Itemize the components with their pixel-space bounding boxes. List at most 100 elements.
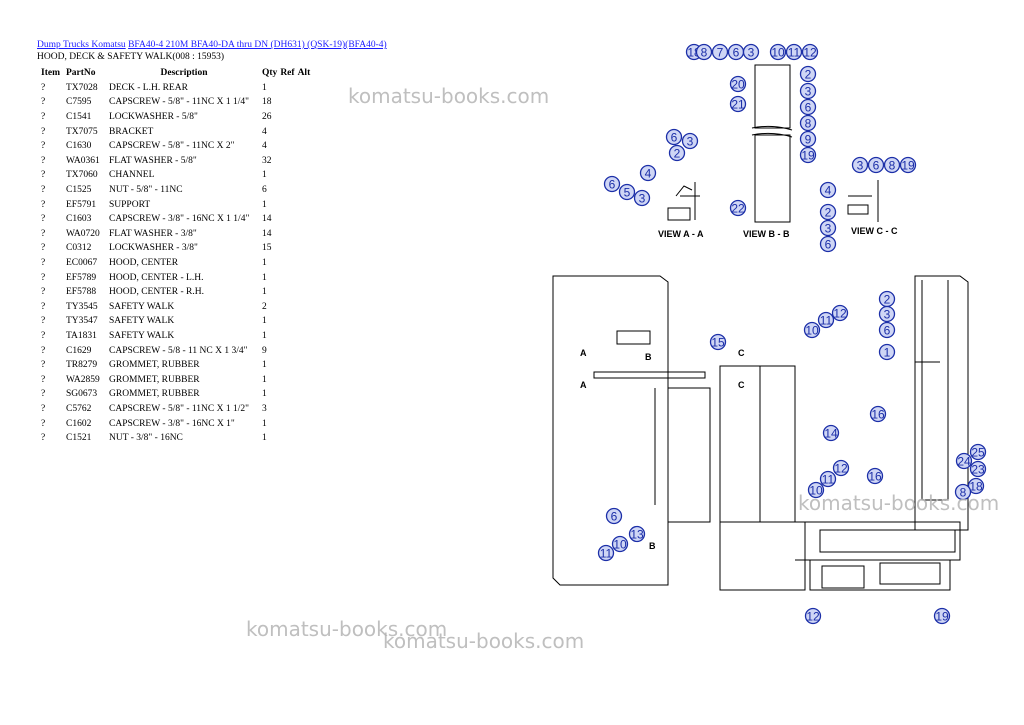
- callout-number: 3: [805, 85, 812, 99]
- section-letter-a-bottom: A: [580, 380, 587, 390]
- callout-number: 6: [884, 324, 891, 338]
- cell-qty: 9: [262, 345, 267, 356]
- cell-description: LOCKWASHER - 3/8": [109, 243, 198, 254]
- callout-circle: [866, 467, 884, 485]
- cell-item: ?: [41, 272, 46, 283]
- cell-description: CAPSCREW - 3/8" - 16NC X 1": [109, 418, 235, 429]
- cell-description: HOOD, CENTER: [109, 258, 179, 269]
- callout-main: 10: [807, 481, 825, 499]
- callout-circle: [799, 114, 817, 132]
- cell-qty: 32: [262, 155, 272, 166]
- callout-number: 12: [833, 307, 847, 321]
- callout-top: 11: [785, 43, 803, 61]
- callout-circle: [801, 43, 819, 61]
- cell-qty: 1: [262, 272, 267, 283]
- callout-circle: [729, 95, 747, 113]
- callout-number: 8: [805, 117, 812, 131]
- callout-top: 3: [633, 189, 651, 207]
- cell-qty: 26: [262, 112, 272, 123]
- callout-number: 8: [960, 486, 967, 500]
- callout-number: 8: [889, 159, 896, 173]
- callout-number: 12: [834, 462, 848, 476]
- callout-top: 6: [665, 128, 683, 146]
- cell-qty: 6: [262, 185, 267, 196]
- cell-qty: 3: [262, 403, 267, 414]
- callout-main: 11: [819, 470, 837, 488]
- cell-item: ?: [41, 126, 46, 137]
- callout-number: 10: [771, 46, 785, 60]
- cell-item: ?: [41, 243, 46, 254]
- header-qty: Qty: [262, 68, 278, 79]
- callout-number: 16: [868, 470, 882, 484]
- cell-description: SUPPORT: [109, 199, 151, 210]
- callout-circle: [878, 305, 896, 323]
- callout-top: 20: [729, 75, 747, 93]
- callout-circle: [799, 65, 817, 83]
- section-letter-a-top: A: [580, 348, 587, 358]
- cell-partno: EF5789: [66, 272, 97, 283]
- section-letter-c-bottom: C: [738, 380, 745, 390]
- cell-partno: TX7028: [66, 82, 98, 93]
- cell-item: ?: [41, 403, 46, 414]
- cell-partno: C1602: [66, 418, 92, 429]
- callout-circle: [807, 481, 825, 499]
- callout-number: 3: [639, 192, 646, 206]
- callout-main: 10: [803, 321, 821, 339]
- cell-item: ?: [41, 389, 46, 400]
- callout-circle: [799, 146, 817, 164]
- callout-top: 19: [899, 156, 917, 174]
- callout-number: 6: [873, 159, 880, 173]
- callout-circle: [729, 75, 747, 93]
- view-b-break: [751, 125, 793, 138]
- cell-partno: C1525: [66, 185, 92, 196]
- callout-circle: [603, 175, 621, 193]
- callout-circle: [597, 544, 615, 562]
- callout-top: 6: [819, 235, 837, 253]
- callout-main: 23: [969, 460, 987, 478]
- callout-number: 25: [971, 446, 985, 460]
- callout-circle: [611, 535, 629, 553]
- cell-partno: C1603: [66, 214, 92, 225]
- section-letter-b-bottom: B: [649, 541, 656, 551]
- cell-item: ?: [41, 433, 46, 444]
- cell-description: LOCKWASHER - 5/8": [109, 112, 198, 123]
- callout-number: 14: [824, 427, 838, 441]
- safety-walk-lower: [809, 559, 951, 591]
- view-c-bracket: [847, 180, 879, 222]
- callout-circle: [867, 156, 885, 174]
- callout-top: 8: [883, 156, 901, 174]
- callout-main: 8: [954, 483, 972, 501]
- callout-number: 4: [645, 167, 652, 181]
- callout-top: 2: [819, 203, 837, 221]
- cell-item: ?: [41, 199, 46, 210]
- cell-description: CAPSCREW - 5/8" - 11NC X 1 1/2": [109, 403, 249, 414]
- callout-circle: [709, 333, 727, 351]
- breadcrumb-link-category[interactable]: Dump Trucks Komatsu: [37, 40, 126, 50]
- cell-description: CAPSCREW - 5/8" - 11NC X 2": [109, 141, 235, 152]
- callout-number: 5: [624, 186, 631, 200]
- callout-main: 24: [955, 452, 973, 470]
- callout-circle: [695, 43, 713, 61]
- cell-partno: TY3547: [66, 316, 98, 327]
- safety-walk-panel: [819, 529, 956, 553]
- cell-item: ?: [41, 228, 46, 239]
- deck-lh-rear-outline: [552, 275, 669, 586]
- callout-circle: [878, 321, 896, 339]
- callout-top: 6: [727, 43, 745, 61]
- callout-top: 3: [742, 43, 760, 61]
- callout-top: 3: [681, 132, 699, 150]
- callout-top: 21: [729, 95, 747, 113]
- callout-circle: [819, 181, 837, 199]
- callout-circle: [969, 460, 987, 478]
- cell-item: ?: [41, 316, 46, 327]
- cell-description: SAFETY WALK: [109, 316, 175, 327]
- breadcrumb-link-model[interactable]: BFA40-4 210M BFA40-DA thru DN (DH631) (Q…: [128, 40, 387, 50]
- cell-partno: TA1831: [66, 330, 97, 341]
- callout-main: 10: [611, 535, 629, 553]
